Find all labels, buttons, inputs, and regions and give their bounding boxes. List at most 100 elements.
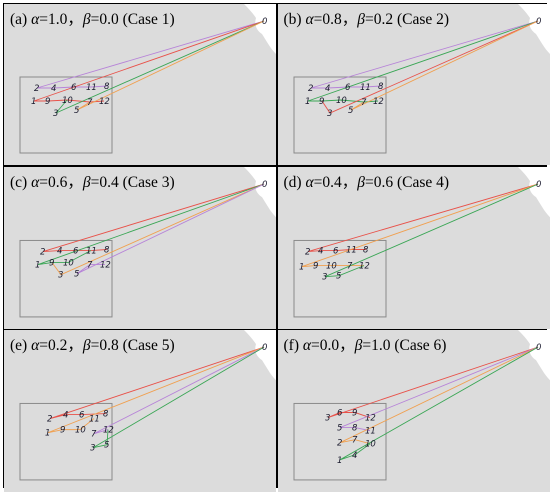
- coastline: [244, 4, 276, 54]
- node-label: 3: [53, 109, 58, 119]
- panel-label: (b): [283, 11, 306, 28]
- beta-value: 0.8: [99, 337, 119, 354]
- node-label: 5: [104, 441, 109, 451]
- node-label: 9: [60, 426, 65, 436]
- route-line: [310, 20, 538, 89]
- depot-label: 0: [262, 343, 267, 353]
- route-line: [37, 183, 265, 265]
- alpha-value: 1.0: [47, 11, 68, 28]
- node-label: 3: [58, 270, 63, 280]
- node-label: 4: [63, 411, 68, 421]
- node-label: 3: [90, 444, 95, 454]
- route-line: [339, 346, 538, 432]
- node-label: 1: [35, 260, 40, 270]
- coastline: [517, 166, 550, 217]
- equals-sign: =: [313, 173, 323, 191]
- node-label: 2: [40, 247, 45, 257]
- panel-title: (f) α=0.0，β=1.0 (Case 6): [284, 333, 447, 355]
- coastline: [244, 330, 276, 381]
- node-label: 10: [365, 440, 376, 450]
- route-line: [307, 20, 538, 103]
- separator: ，: [341, 173, 358, 191]
- node-label: 8: [104, 82, 110, 92]
- node-label: 7: [91, 430, 97, 440]
- beta-symbol: β: [82, 337, 91, 354]
- case-label: (Case 1): [122, 11, 175, 28]
- panel-label: (d): [283, 173, 306, 191]
- beta-symbol: β: [354, 337, 363, 354]
- node-label: 1: [45, 429, 50, 439]
- alpha-symbol: α: [31, 337, 40, 354]
- node-label: 9: [352, 409, 357, 419]
- route-line: [321, 20, 538, 114]
- coastline: [244, 166, 276, 217]
- node-label: 5: [74, 106, 79, 116]
- separator: ，: [67, 337, 83, 354]
- route-line: [51, 183, 265, 275]
- region-boundary: [293, 239, 386, 317]
- node-label: 5: [74, 269, 79, 279]
- equals-sign: =: [364, 11, 374, 28]
- separator: ，: [67, 173, 83, 191]
- panel-title: (d) α=0.4，β=0.6 (Case 4): [284, 170, 450, 192]
- node-label: 9: [49, 258, 54, 268]
- route-line: [339, 346, 538, 445]
- node-label: 4: [325, 84, 330, 94]
- node-label: 3: [322, 272, 327, 282]
- route-line: [42, 183, 265, 252]
- route-line: [92, 346, 265, 449]
- node-label: 2: [47, 415, 52, 425]
- node-label: 11: [346, 245, 357, 255]
- panel-title: (b) α=0.8，β=0.2 (Case 2): [284, 7, 450, 29]
- route-line: [76, 20, 265, 111]
- depot-label: 0: [536, 17, 541, 27]
- route-line: [350, 20, 538, 111]
- case-label: (Case 3): [122, 173, 175, 191]
- node-label: 8: [352, 424, 358, 434]
- equals-sign: =: [90, 11, 100, 28]
- panel-label: (c): [10, 173, 32, 191]
- node-label: 3: [327, 109, 332, 119]
- beta-value: 0.0: [99, 11, 119, 28]
- depot-label: 0: [536, 180, 541, 190]
- alpha-symbol: α: [302, 337, 312, 354]
- equals-sign: =: [90, 173, 100, 191]
- node-label: 1: [337, 456, 342, 466]
- route-line: [307, 183, 538, 252]
- alpha-symbol: α: [305, 11, 314, 28]
- node-label: 11: [86, 83, 97, 93]
- depot-label: 0: [536, 343, 541, 353]
- depot-label: 0: [262, 180, 267, 190]
- equals-sign: =: [362, 337, 372, 354]
- node-label: 7: [347, 261, 353, 271]
- node-label: 6: [337, 409, 343, 419]
- node-label: 12: [103, 426, 114, 436]
- equals-sign: =: [313, 11, 323, 28]
- beta-value: 1.0: [371, 337, 391, 354]
- node-label: 1: [305, 97, 310, 107]
- alpha-value: 0.6: [47, 173, 68, 191]
- region-boundary: [19, 239, 113, 317]
- node-label: 8: [103, 410, 109, 420]
- node-label: 5: [348, 106, 353, 116]
- case-label: (Case 5): [122, 337, 175, 354]
- equals-sign: =: [364, 173, 374, 191]
- alpha-symbol: α: [305, 173, 314, 191]
- alpha-value: 0.8: [322, 11, 342, 28]
- node-label: 3: [325, 414, 330, 424]
- node-label: 9: [319, 97, 324, 107]
- separator: ，: [67, 11, 83, 28]
- node-label: 1: [299, 262, 304, 272]
- region-boundary: [293, 76, 386, 154]
- node-label: 10: [336, 96, 347, 106]
- node-label: 7: [87, 260, 93, 270]
- coastline: [517, 330, 550, 381]
- node-label: 7: [352, 436, 358, 446]
- coastline: [517, 4, 550, 54]
- node-label: 4: [51, 84, 56, 94]
- node-label: 12: [99, 97, 110, 107]
- route-line: [49, 346, 265, 419]
